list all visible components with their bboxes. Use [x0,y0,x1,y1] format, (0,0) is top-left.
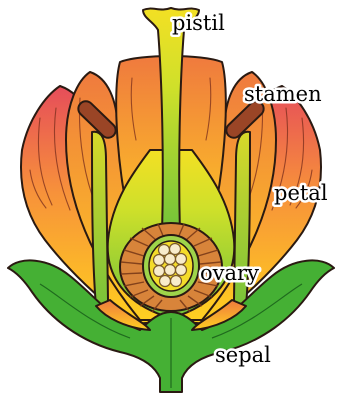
label-ovary: ovary [200,261,259,285]
label-petal: petal [274,181,328,205]
label-pistil: pistil [172,11,225,35]
label-stamen: stamen [244,82,322,106]
label-sepal: sepal [215,343,271,367]
